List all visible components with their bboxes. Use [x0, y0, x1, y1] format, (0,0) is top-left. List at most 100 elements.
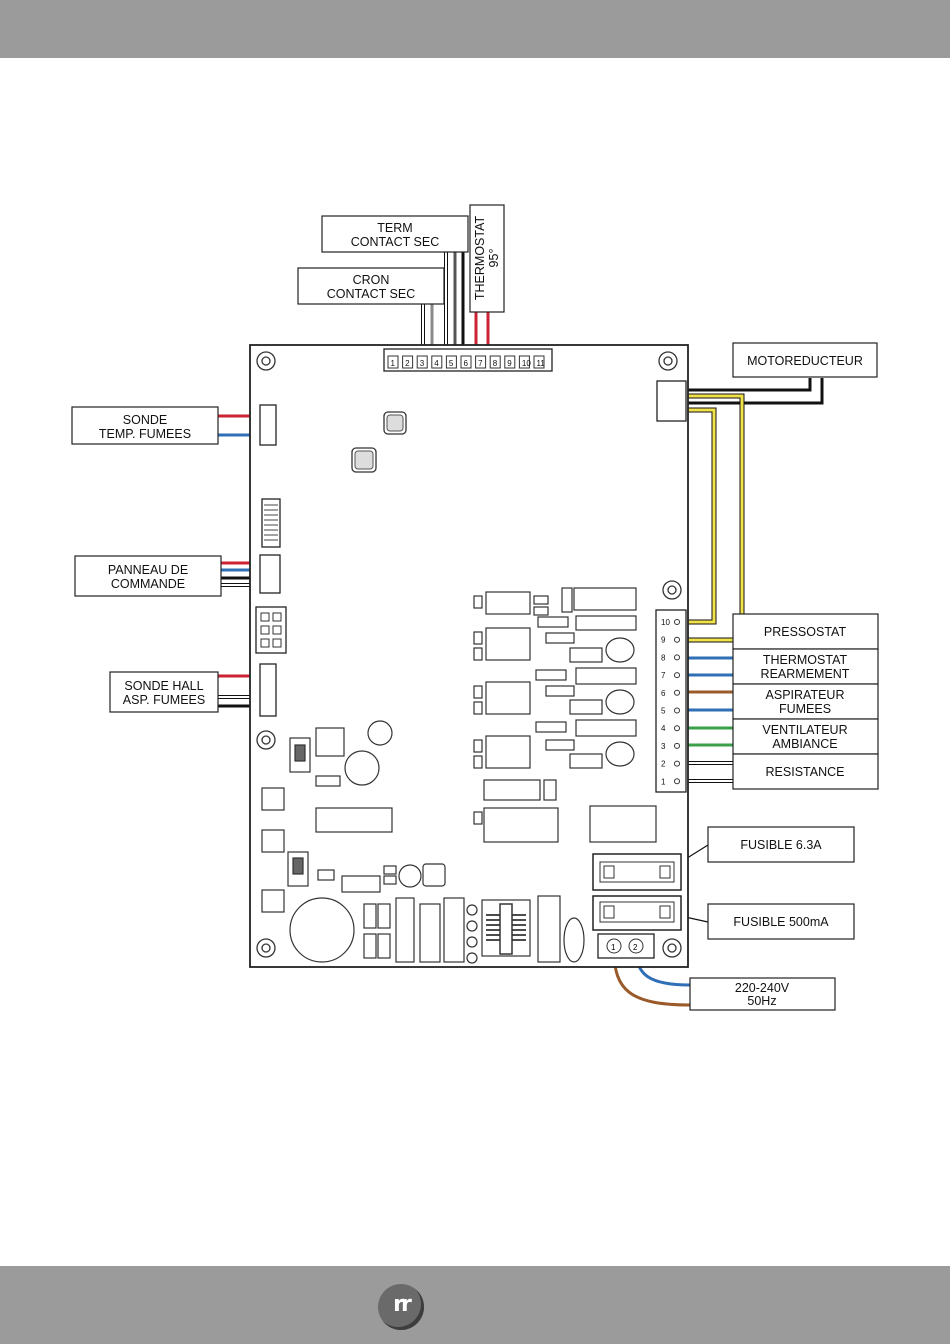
- brand-logo: rr: [378, 1284, 424, 1330]
- top-pin-label: 3: [420, 359, 425, 368]
- top-pin-label: 7: [478, 359, 483, 368]
- sonde-temp-connector: [259, 404, 277, 446]
- thermostat-95-label-1: THERMOSTAT: [473, 216, 487, 301]
- brand-logo-text: rr: [393, 1292, 412, 1317]
- motoreducteur-label: MOTOREDUCTEUR: [747, 354, 863, 368]
- right-pin-label: 9: [661, 636, 666, 645]
- term-contact-sec-box: [321, 215, 469, 253]
- fusible-6-3a-box: [707, 826, 855, 863]
- top-pin: [431, 355, 443, 369]
- fusible-500ma-label: FUSIBLE 500mA: [733, 915, 829, 929]
- right-pin: [674, 636, 680, 643]
- term-label-1: TERM: [377, 221, 412, 235]
- right-pin-label: 6: [661, 689, 666, 698]
- top-pin: [416, 355, 428, 369]
- top-pin-label: 4: [434, 359, 439, 368]
- right-pin-label: 8: [661, 653, 666, 662]
- top-pin: [445, 355, 457, 369]
- right-pin: [674, 778, 680, 785]
- lower-components: [261, 720, 585, 964]
- footer-bar: [0, 1266, 950, 1344]
- pressostat-label: PRESSOSTAT: [764, 625, 847, 639]
- motoreducteur-box: [732, 342, 878, 378]
- right-pin-label: 2: [661, 760, 666, 769]
- right-pin-label: 10: [661, 618, 670, 627]
- top-pin: [504, 355, 516, 369]
- cron-label-2: CONTACT SEC: [327, 287, 415, 301]
- top-pin-label: 11: [537, 359, 546, 368]
- top-pin: [489, 355, 501, 369]
- thermostat-rearmement-box: [732, 648, 879, 685]
- sonde-hall-label-1: SONDE HALL: [124, 679, 203, 693]
- sonde-temp-fumees-box: [71, 406, 219, 445]
- power-label-1: 220-240V: [735, 981, 790, 995]
- aspirateur-label-2: FUMEES: [779, 702, 831, 716]
- power-label-2: 50Hz: [747, 994, 776, 1008]
- pressostat-box: [732, 613, 879, 650]
- aspirateur-label-1: ASPIRATEUR: [766, 688, 845, 702]
- top-pin: [387, 355, 399, 369]
- fusible-6-3a-label: FUSIBLE 6.3A: [740, 838, 822, 852]
- top-pin-label: 10: [522, 359, 531, 368]
- power-terminal-1: 1: [611, 943, 616, 952]
- top-pin: [475, 355, 487, 369]
- right-pin-label: 4: [661, 724, 666, 733]
- top-pin-label: 6: [464, 359, 469, 368]
- ventilateur-label-1: VENTILATEUR: [762, 723, 847, 737]
- right-terminal-strip: [655, 609, 687, 793]
- right-pin: [674, 672, 680, 679]
- top-pin-label: 9: [507, 359, 512, 368]
- panneau-connector: [259, 554, 281, 594]
- resistance-box: [732, 753, 879, 790]
- mounting-holes: [256, 351, 682, 958]
- transformer-coils: [486, 903, 526, 955]
- thermostat-rearmement-label-1: THERMOSTAT: [763, 653, 848, 667]
- sonde-temp-label-2: TEMP. FUMEES: [99, 427, 191, 441]
- power-box: [689, 977, 836, 1011]
- header-bar: [0, 0, 950, 58]
- right-pin-label: 5: [661, 707, 666, 716]
- panneau-box: [74, 555, 222, 597]
- right-pin: [674, 619, 680, 625]
- right-pin-label: 3: [661, 742, 666, 751]
- right-pin: [674, 689, 680, 696]
- cron-contact-sec-box: [297, 267, 445, 305]
- thermostat-95-label-2: 95°: [487, 249, 501, 268]
- top-pin-label: 8: [493, 359, 498, 368]
- top-pin: [518, 355, 530, 369]
- fusible-500ma-box: [707, 903, 855, 940]
- ventilateur-box: [732, 718, 879, 755]
- top-pin-label: 2: [405, 359, 410, 368]
- sonde-hall-box: [109, 671, 219, 713]
- right-pin: [674, 742, 680, 749]
- right-pin: [674, 760, 680, 767]
- resistance-label: RESISTANCE: [766, 765, 845, 779]
- right-terminal-pins: 10 9 8 7 6 5 4 3 2 1: [661, 618, 680, 786]
- ventilateur-label-2: AMBIANCE: [772, 737, 837, 751]
- top-pin: [533, 355, 545, 369]
- panneau-label-2: COMMANDE: [111, 577, 185, 591]
- motoreducteur-connector: [656, 380, 687, 422]
- sonde-temp-label-1: SONDE: [123, 413, 167, 427]
- thermostat-rearmement-label-2: REARMEMENT: [761, 667, 850, 681]
- right-pin-label: 7: [661, 671, 666, 680]
- power-terminal: [597, 933, 655, 959]
- right-pin-label: 1: [661, 777, 666, 786]
- power-terminal-2: 2: [633, 943, 638, 952]
- thermostat-95-box: [469, 204, 505, 313]
- term-label-2: CONTACT SEC: [351, 235, 439, 249]
- sonde-hall-label-2: ASP. FUMEES: [123, 693, 205, 707]
- right-pin: [674, 654, 680, 661]
- top-pin-label: 1: [391, 359, 396, 368]
- label-boxes: [71, 204, 879, 1011]
- top-pin: [460, 355, 472, 369]
- cron-label-1: CRON: [353, 273, 390, 287]
- top-pin-label: 5: [449, 359, 454, 368]
- top-pin: [402, 355, 414, 369]
- right-pin: [674, 725, 680, 732]
- panneau-label-1: PANNEAU DE: [108, 563, 188, 577]
- right-pin: [674, 707, 680, 714]
- sonde-hall-connector: [259, 663, 277, 717]
